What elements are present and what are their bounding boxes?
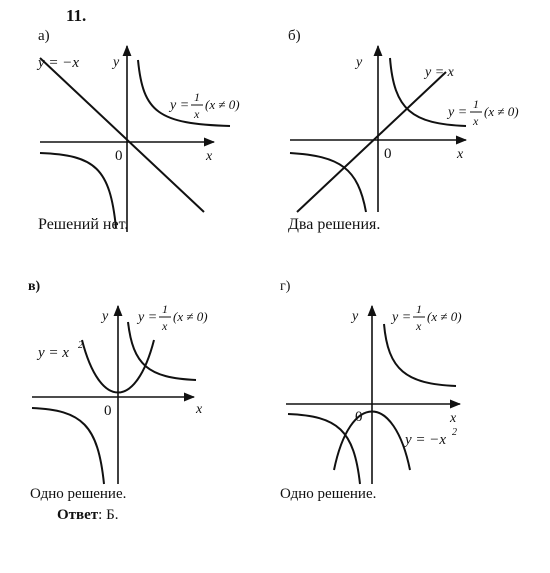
panel-v: y x 0 y = x 2 y = 1 x (x ≠ 0) <box>31 302 208 485</box>
hyperbola-q1 <box>383 323 457 387</box>
x-axis-label: x <box>205 149 213 164</box>
answer-value: : Б. <box>98 507 119 523</box>
parabola-y-x2 <box>81 339 155 394</box>
hyperbola-q3 <box>31 407 105 485</box>
answer-label: Ответ <box>57 507 99 523</box>
y-axis-label: y <box>100 309 109 324</box>
line-y-minus-x <box>39 57 205 213</box>
hyperbola-label-denominator: x <box>193 107 200 121</box>
hyperbola-label-numerator: 1 <box>473 97 479 111</box>
hyperbola-q3 <box>287 413 361 485</box>
hyperbola-label-denominator: x <box>472 114 479 128</box>
hyperbola-label-numerator: 1 <box>194 90 200 104</box>
hyperbola-label-numerator: 1 <box>162 302 168 316</box>
panel-g: y x 0 y = −x 2 y = 1 x (x ≠ 0) <box>286 302 462 485</box>
hyperbola-q3 <box>289 152 367 213</box>
hyperbola-q3 <box>39 152 117 229</box>
y-axis-label: y <box>350 309 359 324</box>
parabola-y-minus-x2 <box>333 410 411 471</box>
hyperbola-label-numerator: 1 <box>416 302 422 316</box>
parabola-label: y = x <box>36 345 69 361</box>
panel-g-conclusion: Одно решение. <box>280 486 377 502</box>
origin-label: 0 <box>115 148 123 164</box>
hyperbola-q1 <box>389 57 467 127</box>
origin-label: 0 <box>384 146 392 162</box>
panel-v-label: в) <box>28 279 41 294</box>
hyperbola-label-condition: (x ≠ 0) <box>173 309 208 324</box>
hyperbola-label-condition: (x ≠ 0) <box>205 97 240 112</box>
hyperbola-label-prefix: y = <box>136 310 157 325</box>
answer-line: Ответ: Б. <box>57 507 118 524</box>
parabola-label-exponent: 2 <box>452 427 457 438</box>
x-axis-label: x <box>456 147 464 162</box>
hyperbola-label-prefix: y = <box>446 105 467 120</box>
problem-number: 11. <box>66 6 87 25</box>
panel-g-label: г) <box>280 279 291 294</box>
panel-b-label: б) <box>288 28 301 44</box>
panel-a: y x 0 y = −x y = 1 x (x ≠ 0) <box>36 44 240 232</box>
hyperbola-label-prefix: y = <box>390 310 411 325</box>
parabola-label: y = −x <box>403 432 446 448</box>
line-label: y = x <box>423 65 455 80</box>
hyperbola-q1 <box>127 321 197 381</box>
hyperbola-q1 <box>137 59 231 127</box>
hyperbola-label-condition: (x ≠ 0) <box>484 104 519 119</box>
panel-b: y x 0 y = x y = 1 x (x ≠ 0) <box>289 44 519 213</box>
panel-a-label: а) <box>38 28 50 44</box>
origin-label: 0 <box>355 409 363 425</box>
x-axis-label: x <box>195 402 203 417</box>
origin-label: 0 <box>104 403 112 419</box>
panel-v-conclusion: Одно решение. <box>30 486 127 502</box>
x-axis-label: x <box>449 411 457 426</box>
y-axis-label: y <box>111 55 120 70</box>
panel-a-conclusion: Решений нет. <box>38 216 129 233</box>
y-axis-label: y <box>354 55 363 70</box>
panel-b-conclusion: Два решения. <box>288 216 381 233</box>
line-label: y = −x <box>36 55 79 71</box>
hyperbola-label-prefix: y = <box>168 98 189 113</box>
hyperbola-label-condition: (x ≠ 0) <box>427 309 462 324</box>
hyperbola-label-denominator: x <box>161 319 168 333</box>
line-y-x <box>296 71 447 213</box>
parabola-label-exponent: 2 <box>78 340 83 351</box>
hyperbola-label-denominator: x <box>415 319 422 333</box>
